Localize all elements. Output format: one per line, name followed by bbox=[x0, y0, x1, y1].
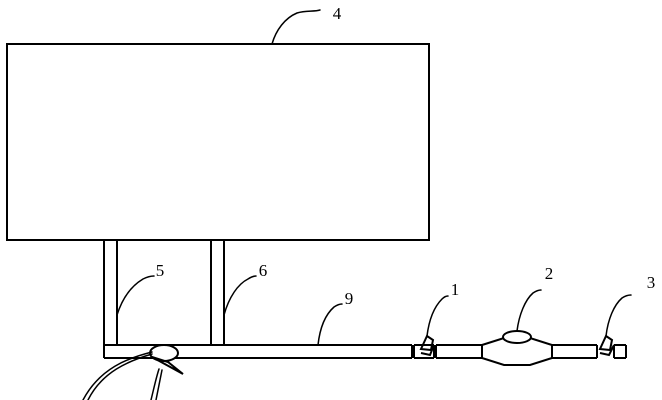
meter-2 bbox=[481, 330, 553, 366]
valve-3 bbox=[596, 334, 615, 358]
label-6: 6 bbox=[259, 261, 268, 280]
leader-line-5 bbox=[116, 275, 155, 316]
label-2: 2 bbox=[545, 264, 554, 283]
leader-line-4 bbox=[271, 9, 321, 45]
label-3: 3 bbox=[647, 273, 656, 292]
pipe-to-meter bbox=[435, 344, 482, 359]
label-1: 1 bbox=[451, 280, 460, 299]
leader-line-9 bbox=[317, 303, 343, 346]
valve-1 bbox=[419, 334, 435, 358]
outlet-pipe bbox=[614, 344, 627, 359]
leader-line-6 bbox=[223, 275, 257, 316]
vertical-pipe-6 bbox=[210, 240, 225, 345]
label-5: 5 bbox=[156, 261, 165, 280]
inlet-hose bbox=[82, 351, 163, 400]
label-9: 9 bbox=[345, 289, 354, 308]
connector-segment bbox=[413, 344, 434, 359]
label-4: 4 bbox=[333, 4, 342, 23]
vertical-pipe-5 bbox=[103, 240, 118, 345]
inlet-fitting bbox=[149, 344, 184, 375]
pipe-to-valve-3 bbox=[552, 344, 597, 359]
leader-line-2 bbox=[516, 289, 542, 332]
tank-box bbox=[6, 43, 430, 241]
leader-line-1 bbox=[426, 295, 449, 337]
leader-line-3 bbox=[605, 294, 632, 337]
